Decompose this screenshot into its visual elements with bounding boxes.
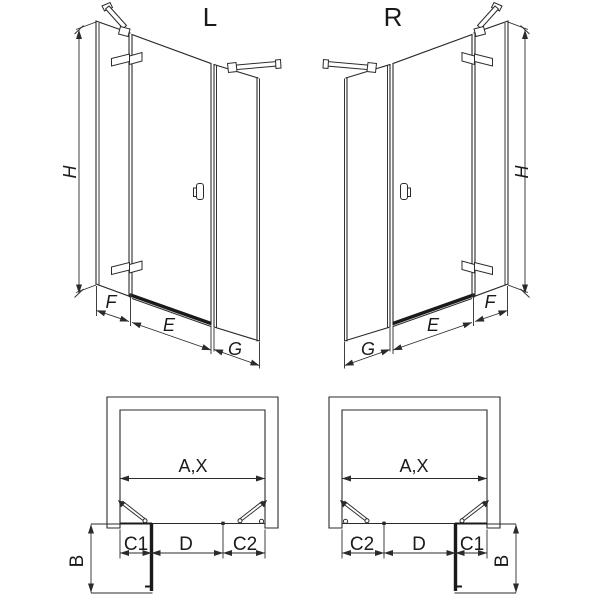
hinge-bottom bbox=[111, 260, 143, 276]
e-dimension-label-left: E bbox=[163, 315, 176, 335]
dimension-e bbox=[131, 322, 212, 354]
hinge-top bbox=[111, 51, 143, 67]
threshold-bar bbox=[128, 293, 212, 326]
side-panel-f bbox=[95, 20, 131, 298]
f-dimension-label-left: F bbox=[106, 292, 118, 312]
opening-dimension-label-right: A,X bbox=[399, 456, 428, 476]
dimension-h bbox=[74, 21, 97, 298]
perspective-right-view: R H F E G bbox=[323, 2, 532, 369]
variant-l-title: L bbox=[203, 2, 217, 32]
g-dimension-label-left: G bbox=[228, 339, 242, 359]
perspective-right-geometry bbox=[323, 3, 530, 369]
b-label-left: B bbox=[67, 555, 88, 568]
variant-r-title: R bbox=[384, 2, 403, 32]
dimension-depth bbox=[88, 523, 153, 594]
plan-right-view: A,X C2 D C1 B bbox=[328, 396, 516, 593]
plan-left-geometry bbox=[88, 475, 267, 594]
plan-left-view: A,X C1 D C2 B bbox=[67, 396, 279, 568]
d-label-right: D bbox=[412, 534, 426, 555]
c1-label-right: C1 bbox=[460, 534, 484, 555]
perspective-left-geometry bbox=[74, 1, 282, 369]
glass-front-line bbox=[120, 521, 265, 525]
g-dimension-label-right: G bbox=[361, 339, 375, 359]
wall-hatched-right-plan bbox=[328, 396, 501, 529]
wall-hatched-left-plan bbox=[106, 396, 279, 529]
corner-brace-fixed-side bbox=[237, 500, 267, 524]
dimension-g bbox=[213, 328, 260, 369]
perspective-left-view: L H F E G bbox=[60, 2, 242, 359]
dimension-segments bbox=[119, 525, 266, 559]
f-dimension-label-right: F bbox=[485, 292, 497, 312]
d-label-left: D bbox=[179, 534, 193, 555]
corner-brace-hinge-side bbox=[118, 500, 148, 524]
open-door-panel bbox=[145, 523, 154, 591]
c1-label-left: C1 bbox=[124, 534, 148, 555]
support-bar-diagonal bbox=[101, 1, 131, 38]
h-dimension-label-right: H bbox=[512, 165, 532, 179]
h-dimension-label-left: H bbox=[60, 165, 80, 179]
door-panel-e bbox=[128, 32, 212, 327]
c2-label-right: C2 bbox=[350, 534, 374, 555]
e-dimension-label-right: E bbox=[427, 315, 440, 335]
b-label-right: B bbox=[492, 555, 513, 568]
door-handle bbox=[193, 183, 204, 200]
fixed-panel-g bbox=[213, 63, 261, 342]
c2-label-left: C2 bbox=[233, 534, 257, 555]
dimension-f bbox=[96, 286, 131, 326]
opening-dimension-label-left: A,X bbox=[178, 456, 207, 476]
support-bar-horizontal bbox=[226, 58, 282, 74]
